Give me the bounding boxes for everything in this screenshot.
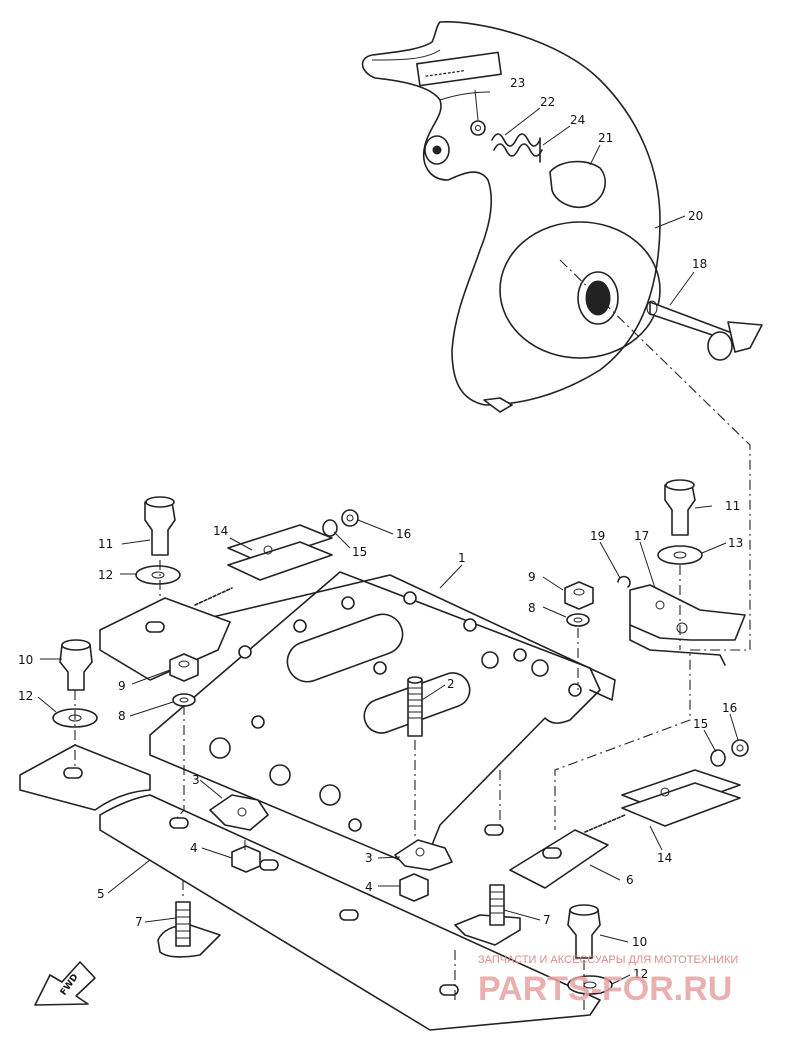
watermark-brand: PARTS-FOR.RU [478,970,732,1008]
callout-22: 22 [540,95,555,109]
callout-17: 17 [634,529,649,543]
starter-cover: ⁃⁃⁃⁃⁃⁃⁃⁃⁃ [361,21,661,413]
washer-13 [657,545,703,565]
starter-handle-18 [646,300,763,361]
callout-1: 1 [458,551,466,565]
leader-lines [37,89,739,985]
nut-9-left [169,653,199,682]
callout-labels: 1 2 3 3 4 4 5 6 7 7 8 8 9 9 10 10 11 11 … [18,76,743,981]
callout-16: 16 [396,527,411,541]
knob-21 [549,160,606,209]
callout-10: 10 [18,653,33,667]
callout-4: 4 [190,841,198,855]
callout-14: 14 [213,524,228,538]
washer-8-right [566,613,590,627]
watermark-tagline: ЗАПЧАСТИ И АКСЕССУАРЫ ДЛЯ МОТОТЕХНИКИ [478,954,738,966]
washer-8-left [172,693,196,707]
spacer-15-left [322,519,338,537]
callout-24: 24 [570,113,585,127]
callout-3: 3 [365,851,373,865]
callout-9: 9 [528,570,536,584]
bolt-11-right [664,479,696,536]
callout-4: 4 [365,880,373,894]
nut-4-left [231,845,261,873]
callout-12: 12 [633,967,648,981]
bolt-10-left [59,639,93,691]
callout-18: 18 [692,257,707,271]
callout-19: 19 [590,529,605,543]
bolt-10-right [567,904,601,959]
watermark: ЗАПЧАСТИ И АКСЕССУАРЫ ДЛЯ МОТОТЕХНИКИ PA… [478,954,738,1008]
callout-11: 11 [98,537,113,551]
callout-8: 8 [118,709,126,723]
slider-3-right [394,839,453,871]
callout-3: 3 [192,773,200,787]
mounting-plate-1 [149,571,616,863]
callout-14: 14 [657,851,672,865]
nut-9-right [564,581,594,610]
plate-14-left [194,524,333,606]
callout-23: 23 [510,76,525,90]
nut-16-right [731,739,749,757]
nut-4-right [399,873,429,902]
callout-15: 15 [693,717,708,731]
clip-19 [617,575,631,588]
callout-11: 11 [725,499,740,513]
washer-23 [470,120,486,136]
callout-12: 12 [18,689,33,703]
rail-5 [19,744,601,1031]
callout-6: 6 [626,873,634,887]
bolt-11-left [144,496,176,556]
washer-12-right [567,975,613,995]
callout-7: 7 [543,913,551,927]
callout-9: 9 [118,679,126,693]
callout-12: 12 [98,568,113,582]
callout-7: 7 [135,915,143,929]
stud-7-left [157,901,221,958]
bracket-6 [484,824,609,889]
callout-13: 13 [728,536,743,550]
callout-8: 8 [528,601,536,615]
stud-2 [407,676,423,737]
washer-12-left [135,565,181,585]
bracket-17 [629,584,746,666]
callout-10: 10 [632,935,647,949]
stud-7-right [454,884,521,946]
callout-15: 15 [352,545,367,559]
callout-16: 16 [722,701,737,715]
callout-21: 21 [598,131,613,145]
fwd-arrow: FWD [34,961,96,1006]
bracket-upper-left [99,597,231,681]
spring-22 [491,133,543,157]
callout-20: 20 [688,209,703,223]
nut-16-left [341,509,359,527]
callout-2: 2 [447,677,455,691]
spacer-15-right [710,749,726,767]
plate-14-right [584,769,741,833]
slider-3-left [209,794,269,831]
callout-5: 5 [97,887,105,901]
